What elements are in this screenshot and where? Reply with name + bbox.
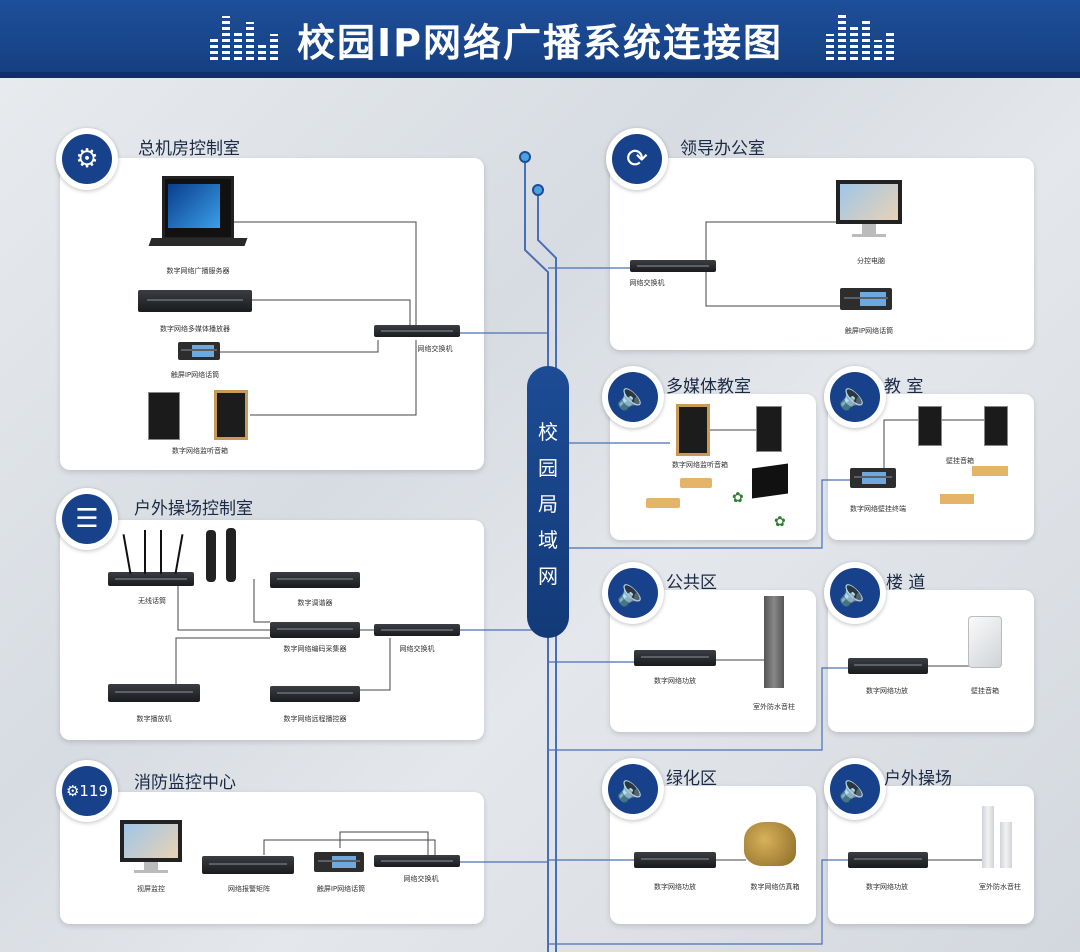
lan-char: 网 <box>538 564 558 588</box>
network-amplifier <box>848 658 928 674</box>
lan-char: 局 <box>538 492 558 516</box>
label-switch: 网络交换机 <box>417 345 453 353</box>
label-switch: 网络交换机 <box>629 279 665 287</box>
speaker-icon: 🔈 <box>824 366 886 428</box>
label-column: 室外防水音柱 <box>979 883 1021 891</box>
label-amp: 数字网络功放 <box>866 883 908 891</box>
label-speaker: 数字网络监听音箱 <box>672 461 728 469</box>
speaker-icon: 🔈 <box>824 758 886 820</box>
section-title-control-room: 总机房控制室 <box>138 139 240 159</box>
label-mic: 触屏IP网络话筒 <box>316 885 366 893</box>
section-title-multimedia: 多媒体教室 <box>666 377 751 397</box>
monitor-speaker-left <box>148 392 180 440</box>
wall-speaker <box>968 616 1002 668</box>
speaker-icon: 🔈 <box>602 366 664 428</box>
label-mic: 触屏IP网络话筒 <box>170 371 220 379</box>
label-remote: 数字网络远程播控器 <box>283 715 347 723</box>
label-rock: 数字网络仿真箱 <box>750 883 800 891</box>
sliders-icon: ☰ <box>56 488 118 550</box>
network-switch <box>630 260 716 272</box>
label-switch: 网络交换机 <box>399 645 435 653</box>
network-switch <box>374 624 460 636</box>
label-amp: 数字网络功放 <box>654 677 696 685</box>
network-switch <box>374 325 460 337</box>
encoder <box>270 622 360 638</box>
label-encoder: 数字网络编码采集器 <box>283 645 347 653</box>
rock-speaker <box>744 822 796 866</box>
gear-119-icon: ⚙119 <box>56 760 118 822</box>
label-terminal: 数字网络壁挂终端 <box>850 505 906 513</box>
network-switch <box>374 855 460 867</box>
card-control-room <box>60 158 484 470</box>
network-amplifier <box>634 650 716 666</box>
speaker-icon: 🔈 <box>602 562 664 624</box>
label-amp: 数字网络功放 <box>866 687 908 695</box>
monitor-speaker-right <box>214 390 248 440</box>
equalizer-right-icon <box>826 8 898 60</box>
digital-player <box>108 684 200 702</box>
gear-icon: ⚙ <box>56 128 118 190</box>
label-player: 数字网络多媒体播放器 <box>160 325 230 333</box>
label-monitor: 视屏监控 <box>137 885 165 893</box>
wall-terminal <box>850 468 896 488</box>
label-server: 数字网络广播服务器 <box>166 267 230 275</box>
speaker-icon: 🔈 <box>602 758 664 820</box>
campus-lan-backbone: 校 园 局 域 网 <box>527 366 569 638</box>
label-speaker: 数字网络监听音箱 <box>172 447 228 455</box>
label-switch: 网络交换机 <box>403 875 439 883</box>
label-player: 数字播放机 <box>136 715 172 723</box>
label-matrix: 网络报警矩阵 <box>228 885 270 893</box>
refresh-icon: ⟳ <box>606 128 668 190</box>
ip-mic-terminal <box>840 288 892 310</box>
multimedia-player <box>138 290 252 312</box>
network-amplifier <box>848 852 928 868</box>
outdoor-column-speaker <box>764 596 784 688</box>
network-amplifier <box>634 852 716 868</box>
label-wireless: 无线话筒 <box>138 597 166 605</box>
lan-char: 域 <box>538 528 558 552</box>
label-wall: 壁挂音箱 <box>946 457 974 465</box>
label-amp: 数字网络功放 <box>654 883 696 891</box>
section-title-public: 公共区 <box>666 573 717 593</box>
section-title-classroom: 教 室 <box>884 377 924 397</box>
label-wall: 壁挂音箱 <box>971 687 999 695</box>
label-column: 室外防水音柱 <box>753 703 795 711</box>
speaker-icon: 🔈 <box>824 562 886 624</box>
section-title-outdoor-control: 户外操场控制室 <box>134 499 253 519</box>
ip-mic-terminal <box>314 852 364 872</box>
lan-char: 园 <box>538 456 558 480</box>
label-pc: 分控电脑 <box>857 257 885 265</box>
wall-speaker <box>756 406 782 452</box>
remote-controller <box>270 686 360 702</box>
monitor-speaker <box>676 404 710 456</box>
section-title-fire-center: 消防监控中心 <box>134 773 236 793</box>
equalizer-left-icon <box>210 8 282 60</box>
digital-tuner <box>270 572 360 588</box>
header-banner: 校园IP网络广播系统连接图 <box>0 0 1080 78</box>
card-office <box>610 158 1034 350</box>
section-title-playground: 户外操场 <box>884 769 952 789</box>
ip-mic-terminal <box>178 342 220 360</box>
section-title-corridor: 楼 道 <box>886 573 926 593</box>
alarm-matrix <box>202 856 294 874</box>
section-title-green: 绿化区 <box>666 769 717 789</box>
label-mic: 触屏IP网络话筒 <box>844 327 894 335</box>
wall-speaker-right <box>984 406 1008 446</box>
label-tuner: 数字调谐器 <box>297 599 333 607</box>
page-title: 校园IP网络广播系统连接图 <box>297 21 783 65</box>
wall-speaker-left <box>918 406 942 446</box>
lan-char: 校 <box>538 420 558 444</box>
section-title-office: 领导办公室 <box>680 139 765 159</box>
